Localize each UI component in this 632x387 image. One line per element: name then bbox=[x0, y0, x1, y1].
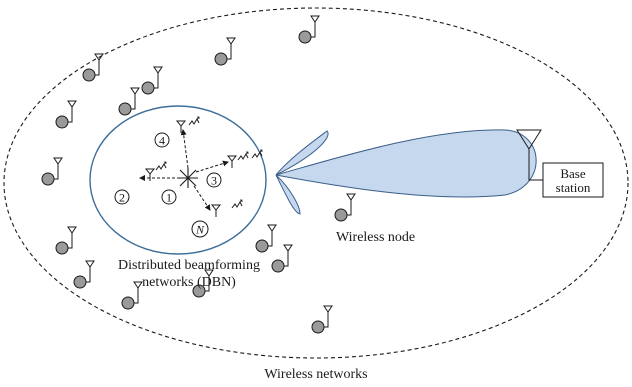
svg-text:4: 4 bbox=[159, 134, 165, 148]
node-2-signal-icon bbox=[155, 161, 167, 171]
node-badge-n: N bbox=[191, 220, 209, 238]
link-to-node-4 bbox=[180, 129, 189, 169]
wireless-node-icon bbox=[334, 193, 356, 222]
base-station: Base station bbox=[516, 129, 604, 198]
svg-text:2: 2 bbox=[119, 191, 125, 205]
dbn-label-line2: networks (DBN) bbox=[142, 275, 236, 290]
wireless-node-icon bbox=[214, 37, 236, 66]
base-station-label-line2: station bbox=[556, 180, 591, 195]
wireless-networks-boundary bbox=[3, 7, 629, 359]
wireless-node-icon bbox=[118, 87, 140, 116]
node-badge-3: 3 bbox=[206, 172, 222, 188]
base-station-box bbox=[542, 162, 604, 198]
dbn-label-line1: Distributed beamforming bbox=[118, 258, 260, 273]
cluster-head-star-icon bbox=[178, 168, 198, 188]
svg-text:3: 3 bbox=[211, 174, 217, 188]
wireless-node-icon bbox=[55, 226, 77, 255]
wireless-networks-label: Wireless networks bbox=[264, 367, 367, 382]
wireless-node-icon bbox=[298, 15, 320, 44]
wireless-node-icon bbox=[255, 224, 277, 253]
wireless-node-icon bbox=[73, 260, 95, 289]
node-badge-1: 1 bbox=[161, 189, 177, 205]
link-to-node-n bbox=[193, 185, 211, 211]
node-3-signal-icon bbox=[237, 151, 249, 161]
side-lobe-upper bbox=[275, 130, 329, 176]
node-n-antenna-icon bbox=[211, 204, 221, 218]
node-3-signal-icon-2 bbox=[251, 149, 263, 159]
node-badge-4: 4 bbox=[154, 132, 170, 148]
wireless-node-icon bbox=[271, 244, 293, 273]
wireless-node-icon bbox=[82, 53, 104, 82]
node-4-signal-icon bbox=[188, 116, 200, 126]
svg-text:N: N bbox=[195, 223, 205, 237]
dbn-cluster: 4 2 1 3 N bbox=[114, 116, 263, 238]
svg-text:1: 1 bbox=[166, 191, 172, 205]
base-station-label-line1: Base bbox=[560, 166, 586, 181]
node-n-signal-icon bbox=[231, 199, 243, 209]
wireless-node-icon bbox=[121, 281, 143, 310]
link-to-node-3 bbox=[195, 160, 229, 173]
wireless-node-label: Wireless node bbox=[336, 230, 415, 245]
node-3-antenna-icon bbox=[227, 155, 237, 169]
dbn-circle bbox=[89, 105, 267, 255]
main-lobe bbox=[275, 129, 537, 198]
wireless-node-icon bbox=[55, 100, 77, 129]
node-2-antenna-icon bbox=[145, 168, 155, 182]
base-station-antenna-icon bbox=[516, 129, 543, 181]
beam-pattern bbox=[275, 129, 537, 215]
wireless-node-icon bbox=[311, 305, 333, 334]
side-lobe-lower bbox=[275, 174, 301, 215]
node-4-antenna-icon bbox=[176, 120, 186, 134]
wireless-node-icon bbox=[141, 66, 163, 95]
wireless-node-icon bbox=[41, 157, 63, 186]
node-badge-2: 2 bbox=[114, 189, 130, 205]
